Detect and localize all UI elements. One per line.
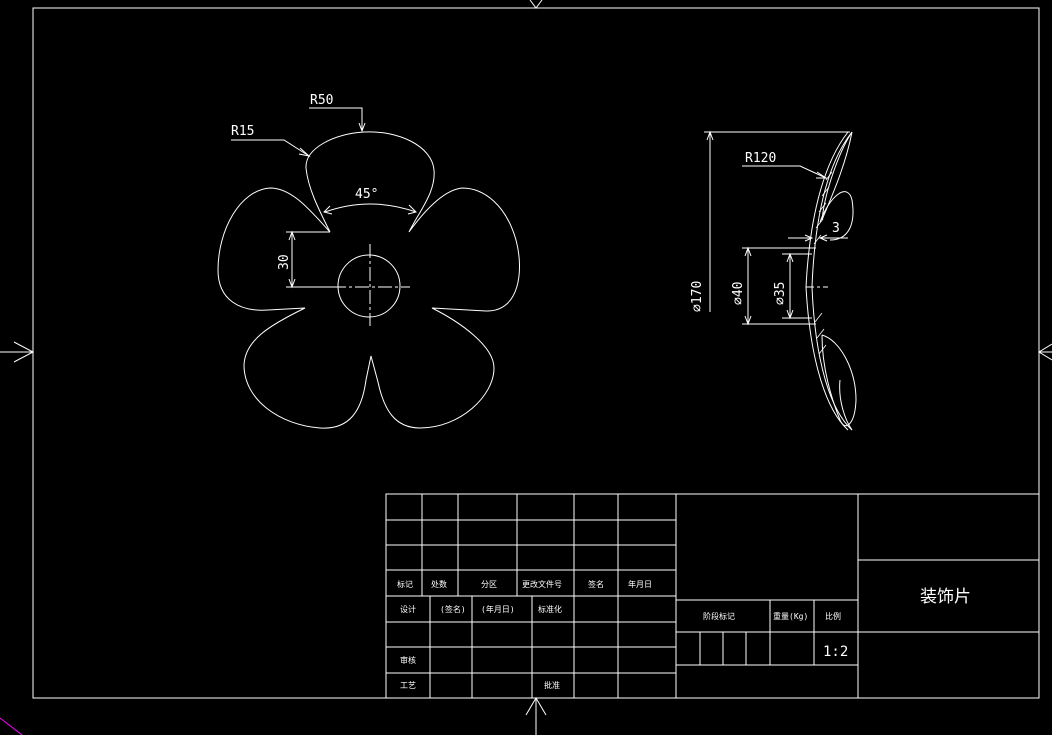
tb-r5c1: 设计 xyxy=(400,604,416,614)
tb-weight-label: 重量(Kg) xyxy=(773,611,808,621)
side-petal-lower xyxy=(821,334,857,427)
dim-r15: R15 xyxy=(231,124,254,139)
dim-thickness: 3 xyxy=(832,221,840,236)
tb-r8c1: 工艺 xyxy=(400,681,416,690)
r50-leader xyxy=(309,107,363,130)
title-block: 标记 处数 分区 更改文件号 签名 年月日 设计 (签名) (年月日) 标准化 … xyxy=(385,493,1040,699)
tb-r5c2: (签名) xyxy=(440,604,466,614)
tb-r8c4: 批准 xyxy=(544,680,560,690)
corner-mark xyxy=(0,717,23,735)
dim-30: 30 xyxy=(277,254,292,270)
tb-r4c1: 标记 xyxy=(397,579,413,589)
tb-stage-label: 阶段标记 xyxy=(703,611,735,621)
drawing-title: 装饰片 xyxy=(920,587,971,607)
flower-outline xyxy=(217,131,521,429)
center-hole xyxy=(337,254,401,318)
dim-dia35: ⌀35 xyxy=(773,282,788,305)
front-view: R50 R15 45° 30 xyxy=(217,93,521,429)
tb-r4c2: 处数 xyxy=(431,579,447,589)
tb-r5c3: (年月日) xyxy=(481,604,515,614)
section-hatch xyxy=(813,171,833,355)
tb-r7c1: 审核 xyxy=(400,655,416,665)
scale-value: 1:2 xyxy=(823,644,848,660)
center-mark-left xyxy=(0,341,35,363)
tb-r4c6: 年月日 xyxy=(628,579,652,589)
dim-r120: R120 xyxy=(745,151,776,166)
r15-leader xyxy=(231,139,310,157)
tb-r4c3: 分区 xyxy=(481,580,497,589)
tb-r4c5: 签名 xyxy=(588,579,604,589)
angle-arc xyxy=(324,203,417,213)
tb-r4c4: 更改文件号 xyxy=(522,579,562,589)
dim-angle: 45° xyxy=(355,187,378,202)
dim-dia170: ⌀170 xyxy=(690,281,705,312)
side-petal-upper xyxy=(819,191,854,241)
tb-scale-label: 比例 xyxy=(825,611,841,621)
dim-dia40: ⌀40 xyxy=(731,282,746,305)
side-view: ⌀170 ⌀40 ⌀35 R120 3 xyxy=(690,130,857,431)
tb-r5c4: 标准化 xyxy=(538,604,562,614)
center-mark-top xyxy=(529,0,543,9)
dim-r50: R50 xyxy=(310,93,333,108)
center-mark-right xyxy=(1038,343,1052,361)
r120-leader xyxy=(742,165,827,179)
